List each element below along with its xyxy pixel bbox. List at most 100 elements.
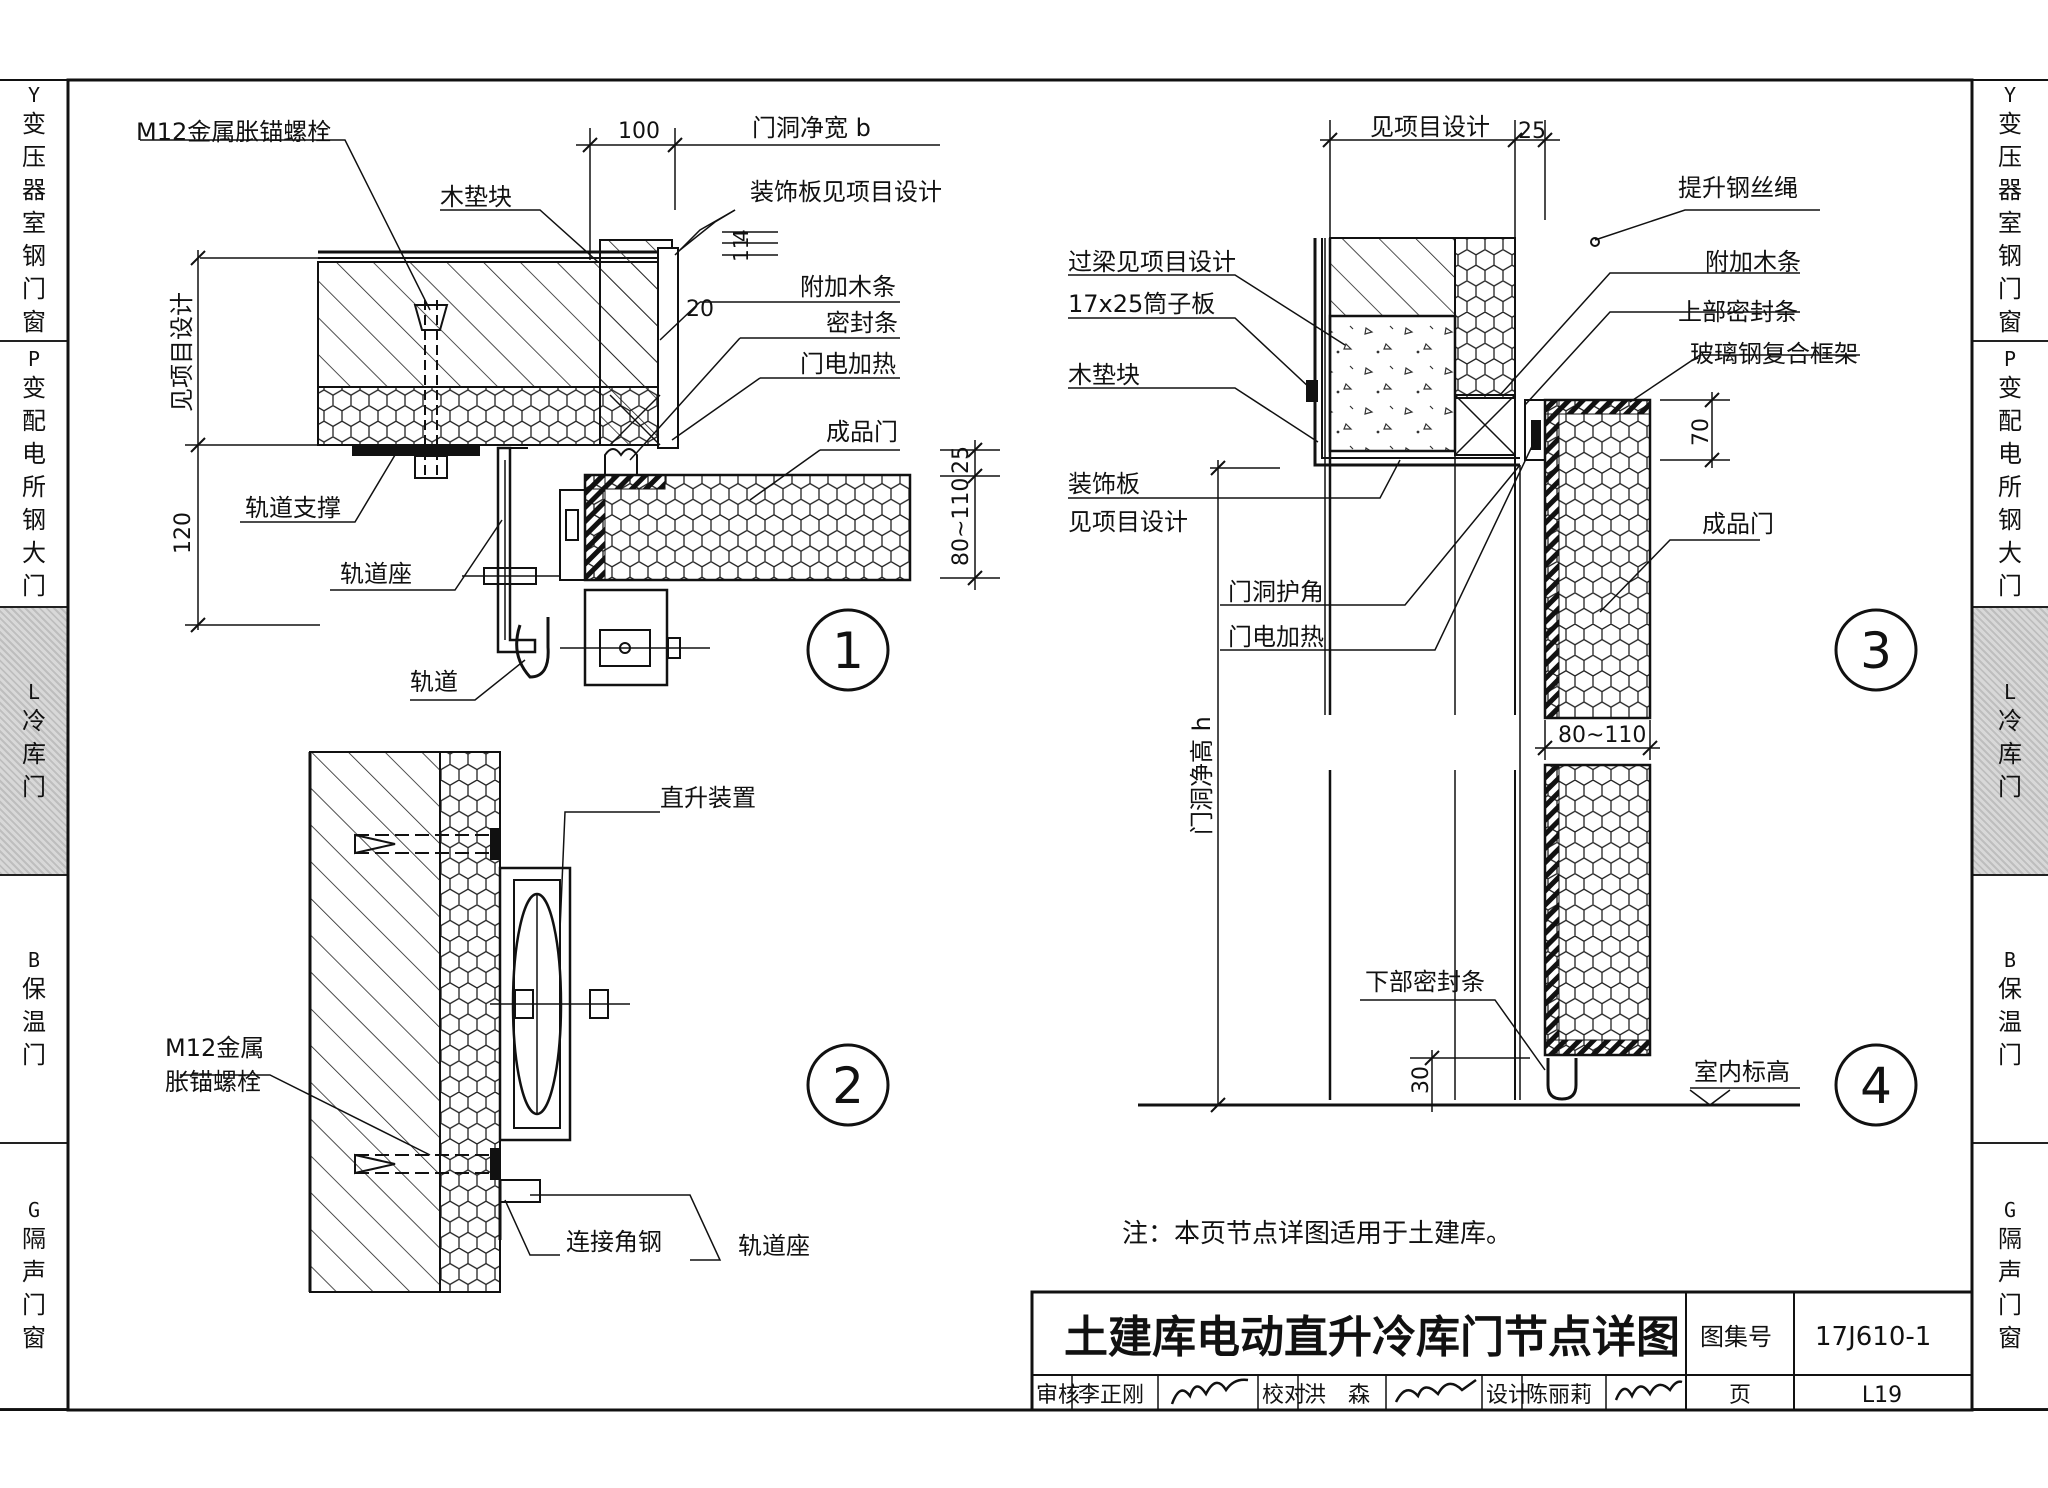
detail-2 [180,751,890,1293]
side-tab-char: 器 [1998,175,2022,204]
side-tab-char: 窗 [22,1324,46,1352]
side-tab-code: P [27,346,41,371]
dim-80-110-3: 80~110 [1558,723,1646,748]
side-tab-char: 室 [1998,208,2022,237]
label-indoor-level: 室内标高 [1694,1058,1790,1086]
side-tab-char: 门 [22,1291,46,1319]
checker-name: 洪 森 [1304,1383,1370,1408]
side-tab-code: L [27,679,41,704]
side-tab-code: B [2003,947,2017,972]
design-label: 设计 [1486,1383,1530,1408]
side-tab-code: B [27,947,41,972]
side-tab-char: 变 [1998,109,2022,138]
dim-20: 20 [686,297,714,322]
side-tab-char: 冷 [1998,706,2022,735]
drawing-title: 土建库电动直升冷库门节点详图 [1064,1312,1680,1363]
side-tab-char: 压 [22,142,46,171]
detail-1-marker: 1 [832,622,864,680]
checker-signature [1394,1378,1477,1403]
side-tab-char: 声 [22,1258,46,1286]
dim-80-110: 80~110 [949,478,974,566]
side-tab-char: 库 [22,739,46,768]
side-tab-l[interactable]: L 冷 库 门 [0,608,68,876]
side-tab-char: 压 [1998,142,2022,171]
side-tab-char: 钢 [1998,241,2022,270]
side-tab-char: 电 [1998,439,2022,468]
side-tab-char: 门 [22,772,46,801]
label-track-seat: 轨道座 [340,560,412,588]
label-anchor-bolt-2a: M12金属 [165,1034,264,1062]
side-tab-char: 窗 [1998,1324,2022,1352]
side-tab-char: 钢 [22,505,46,534]
note: 注：本页节点详图适用于土建库。 [1122,1219,1512,1249]
atlas-label: 图集号 [1700,1323,1772,1351]
label-track-seat-2: 轨道座 [738,1232,810,1260]
label-upper-seal: 上部密封条 [1678,298,1798,326]
side-tab-char: 门 [1998,274,2022,303]
side-tab-g[interactable]: G 隔 声 门 窗 [0,1144,68,1410]
reviewer-name: 李正刚 [1078,1383,1144,1408]
side-tab-char: 保 [22,974,46,1003]
page-number: L19 [1862,1383,1902,1408]
left-side-tabs: Y 变 压 器 室 钢 门 窗 P 变 配 电 所 钢 大 门 L 冷 库 门 … [0,80,68,1410]
label-wood-block-3: 木垫块 [1068,361,1140,389]
side-tab-char: 门 [1998,772,2022,801]
dim-120: 120 [171,512,196,554]
label-wood-block: 木垫块 [440,183,512,211]
side-tab-code: Y [2003,82,2017,107]
label-anchor-bolt: M12金属胀锚螺栓 [136,118,331,146]
side-tab-char: 所 [1998,472,2022,501]
dim-clear-width: 门洞净宽 b [752,114,871,142]
side-tab-char: 大 [22,538,46,567]
side-tab-char: 配 [22,406,46,435]
side-tab-char: 温 [22,1007,46,1036]
side-tab-char: 钢 [1998,505,2022,534]
label-seal-strip: 密封条 [826,309,898,337]
side-tab-code: G [27,1198,41,1222]
side-tab-l-right[interactable]: L 冷 库 门 [1972,608,2048,876]
side-tab-char: 电 [22,439,46,468]
detail-4-marker: 4 [1860,1057,1892,1115]
page-label: 页 [1729,1383,1751,1408]
side-tab-char: 门 [22,1040,46,1069]
label-track-support: 轨道支撑 [245,494,341,522]
side-tab-char: 室 [22,208,46,237]
side-tab-char: 门 [1998,571,2022,600]
side-tab-char: 门 [22,274,46,303]
designer-signature [1614,1380,1683,1401]
reviewer-signature [1170,1378,1249,1405]
label-wire-rope: 提升钢丝绳 [1678,174,1798,202]
side-tab-char: 窗 [22,307,46,336]
side-tab-char: 所 [22,472,46,501]
side-tab-char: 温 [1998,1007,2022,1036]
dim-25-3: 25 [1518,119,1546,144]
dim-clear-height: 门洞净高 h [1188,716,1216,835]
side-tab-p-right[interactable]: P 变 配 电 所 钢 大 门 [1972,342,2048,608]
side-tab-y[interactable]: Y 变 压 器 室 钢 门 窗 [0,80,68,342]
side-tab-code: G [2003,1198,2017,1222]
title-block [1030,1290,1974,1412]
side-tab-p[interactable]: P 变 配 电 所 钢 大 门 [0,342,68,608]
side-tab-char: 变 [22,373,46,402]
side-tab-code: Y [27,82,41,107]
side-tab-b[interactable]: B 保 温 门 [0,876,68,1144]
dim-70: 70 [1689,418,1714,446]
dim-4: 4 [729,229,753,242]
atlas-number: 17J610-1 [1815,1322,1931,1352]
designer-name: 陈丽莉 [1526,1383,1592,1408]
side-tab-char: 变 [1998,373,2022,402]
side-tab-char: 钢 [22,241,46,270]
label-lintel: 过梁见项目设计 [1068,248,1236,276]
side-tab-b-right[interactable]: B 保 温 门 [1972,876,2048,1144]
dim-see-design: 见项目设计 [168,292,196,412]
side-tab-char: 变 [22,109,46,138]
detail-1 [140,128,1000,701]
label-extra-strip: 附加木条 [800,273,896,301]
side-tab-char: 声 [1998,1258,2022,1286]
side-tab-char: 冷 [22,706,46,735]
side-tab-y-right[interactable]: Y 变 压 器 室 钢 门 窗 [1972,80,2048,342]
label-finished-door-3: 成品门 [1702,510,1774,538]
label-corner-guard: 门洞护角 [1228,578,1324,606]
dim-25: 25 [949,446,974,474]
label-extra-strip-3: 附加木条 [1705,248,1801,276]
